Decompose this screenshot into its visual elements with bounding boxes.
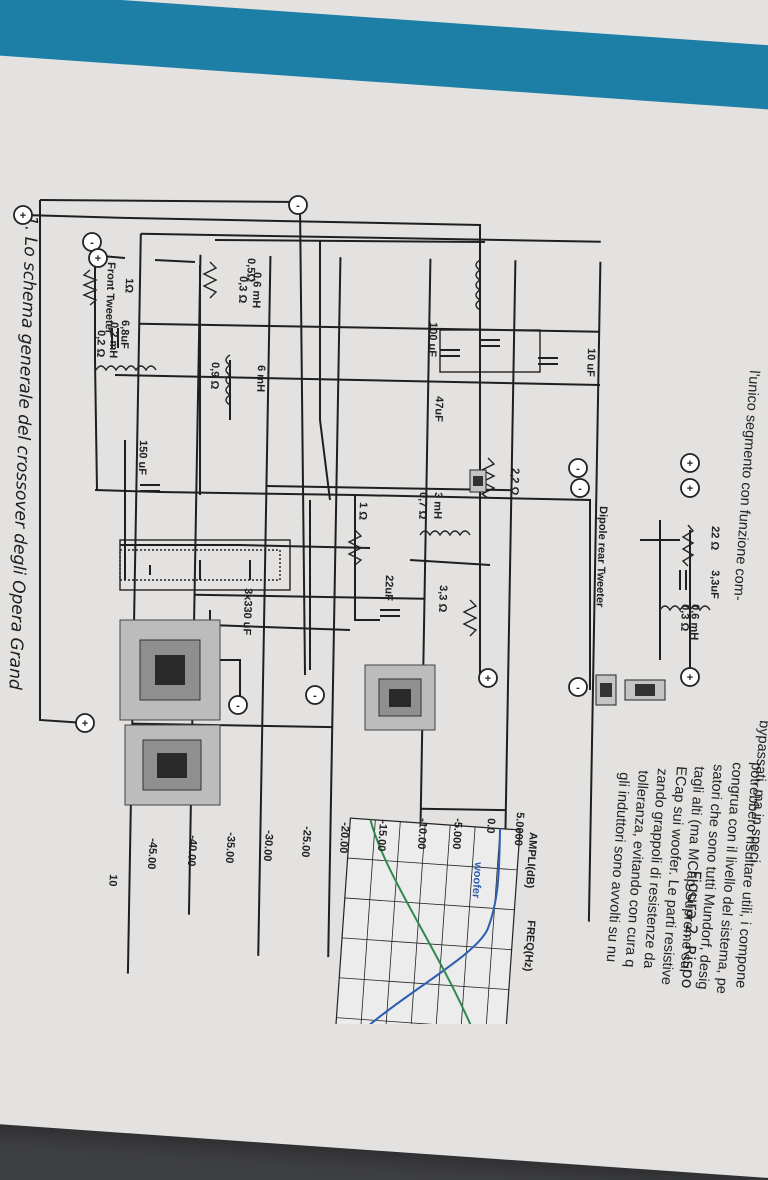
schematic-wiring [126, 232, 602, 974]
crossover-schematic [126, 232, 602, 974]
